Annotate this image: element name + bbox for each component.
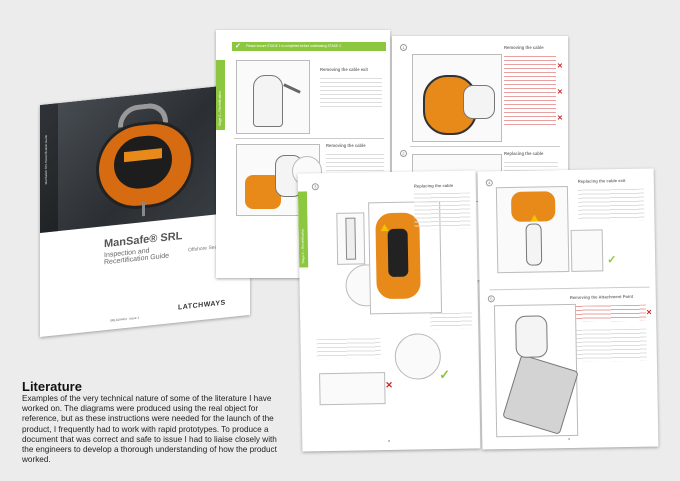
warning-text xyxy=(575,304,647,322)
text-block xyxy=(320,78,382,108)
section-removing-cable-right: Removing the cable xyxy=(504,45,544,50)
check-icon: ✓ xyxy=(235,43,241,50)
step-number: 1 xyxy=(400,44,407,51)
illustration-tube xyxy=(570,229,604,272)
caption-title: Literature xyxy=(22,379,82,394)
divider xyxy=(489,286,650,290)
warning-text xyxy=(504,56,556,126)
text-block xyxy=(577,188,645,222)
divider xyxy=(234,138,384,139)
illustration-attachment-point xyxy=(493,303,579,438)
spread-top-left: ✓ Please ensure STAGE 1 is completed bef… xyxy=(216,30,390,278)
text-block xyxy=(316,338,381,360)
side-tab: Stage 2 – Recertification xyxy=(297,191,309,268)
step-number: 2 xyxy=(400,150,407,157)
warning-triangle-icon xyxy=(380,223,389,232)
section-removing-cable-exit: Removing the cable exit xyxy=(320,67,368,72)
side-tab-text: Stage 2 – Recertification xyxy=(218,91,222,126)
banner-text: Please ensure STAGE 1 is completed befor… xyxy=(246,44,342,48)
srl-device-image xyxy=(90,98,200,220)
brand-text: LATCHWAYS xyxy=(178,299,226,312)
page-number-right: 9 xyxy=(568,436,570,442)
step-number: 5 xyxy=(487,295,495,303)
illustration-srl-hands xyxy=(412,54,502,142)
check-icon: ✓ xyxy=(438,366,451,383)
warning-triangle-icon xyxy=(530,214,539,222)
section-removing-cable: Removing the cable xyxy=(326,143,366,148)
cross-icon: ✕ xyxy=(557,115,563,122)
illustration-damaged-cable xyxy=(319,372,386,406)
divider xyxy=(410,146,560,147)
cross-icon: ✕ xyxy=(557,63,563,70)
cover-side-tab-text: ManSafe® SRL Recertification Guide xyxy=(44,134,48,185)
page-number-left: 8 xyxy=(388,439,390,444)
side-tab: Stage 2 – Recertification xyxy=(216,60,225,130)
caption: Literature Examples of the very technica… xyxy=(22,379,290,465)
text-block xyxy=(430,312,473,330)
illustration-tube xyxy=(336,212,366,265)
step-number: 4 xyxy=(485,179,493,187)
cross-icon: ✕ xyxy=(557,89,563,96)
stage-banner: ✓ Please ensure STAGE 1 is completed bef… xyxy=(232,42,386,51)
section-replacing-cable-right: Replacing the cable xyxy=(504,151,544,156)
cover-footer: SRL10044/3 · Issue 1 xyxy=(110,315,140,323)
step-number: 3 xyxy=(311,183,319,191)
spread-bottom-left: Stage 2 – Recertification 3 Replacing th… xyxy=(297,170,481,452)
text-block xyxy=(413,192,471,230)
cross-icon: ✕ xyxy=(385,379,393,391)
illustration-cable-exit-fit xyxy=(495,185,570,274)
text-block xyxy=(576,328,647,362)
check-icon: ✓ xyxy=(607,254,617,267)
illustration-cable-exit xyxy=(236,60,310,134)
cross-icon: ✕ xyxy=(646,309,653,317)
section-replacing-cable: Replacing the cable xyxy=(413,182,454,189)
illustration-detail-circle xyxy=(394,333,442,380)
section-replacing-cable-exit: Replacing the cable exit xyxy=(577,177,626,184)
cover-brand-logo: LATCHWAYS xyxy=(178,291,226,314)
section-removing-attachment: Removing the Attachment Point xyxy=(569,293,634,300)
caption-body: Examples of the very technical nature of… xyxy=(22,394,277,465)
spread-bottom-right: 4 Replacing the cable exit ✓ 5 Removing … xyxy=(477,168,659,450)
side-tab-text: Stage 2 – Recertification xyxy=(300,228,306,264)
cover-side-tab: ManSafe® SRL Recertification Guide xyxy=(40,103,58,233)
